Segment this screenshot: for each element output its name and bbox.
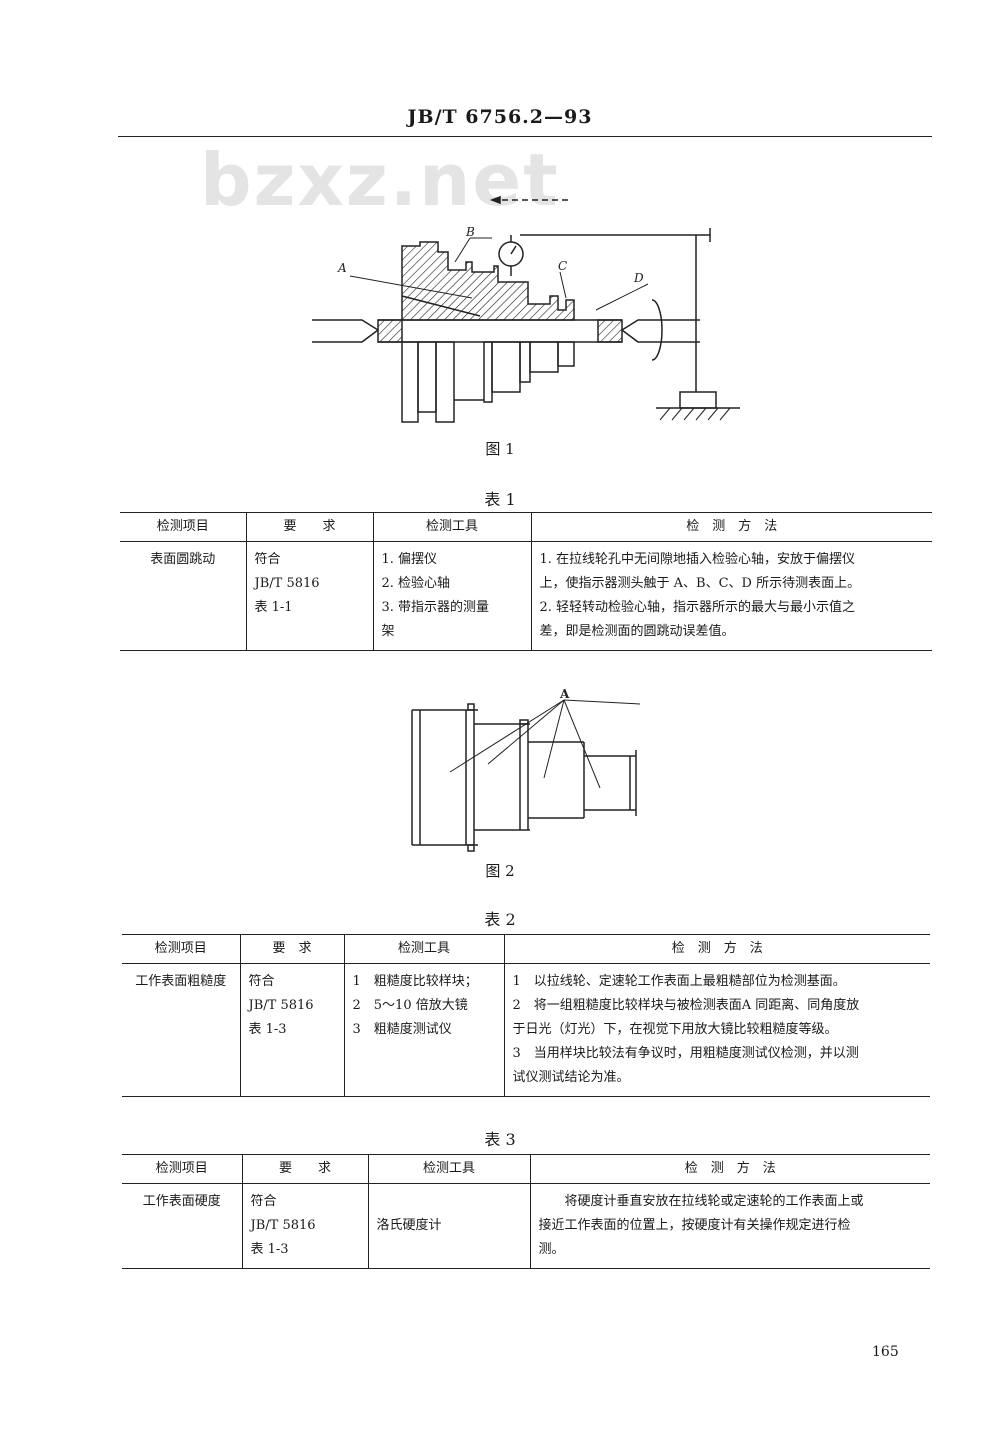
header-rule bbox=[118, 136, 932, 137]
inspection-item: 表面圆跳动 bbox=[120, 541, 246, 651]
col-header: 要 求 bbox=[245, 512, 373, 542]
col-header: 要 求 bbox=[239, 934, 344, 964]
method-line: 3 当用样块比较法有争议时，用粗糙度测试仪检测，并以测 bbox=[512, 1046, 859, 1061]
tool-line: 2. 检验心轴 bbox=[381, 576, 451, 591]
col-header: 检 测 方 法 bbox=[503, 934, 930, 964]
standard-number-header: JB/T 6756.2—93 bbox=[407, 106, 593, 128]
tool-line: 2 5～10 倍放大镜 bbox=[352, 998, 468, 1013]
tools-cell: 1. 偏摆仪 2. 检验心轴 3. 带指示器的测量 架 bbox=[372, 541, 531, 651]
tool-line: 1 粗糙度比较样块； bbox=[352, 974, 478, 989]
method-cell: 1. 在拉线轮孔中无间隙地插入检验心轴，安放于偏摆仪 上，使指示器测头触于 A、… bbox=[530, 541, 932, 651]
table-1-header-row: 检测项目 要 求 检测工具 检 测 方 法 bbox=[120, 512, 932, 542]
requirement-cell: 符合 JB/T 5816 表 1-1 bbox=[245, 541, 373, 651]
tool-line: 3 粗糙度测试仪 bbox=[352, 1022, 452, 1037]
col-header: 检测项目 bbox=[122, 934, 240, 964]
label-a: A bbox=[337, 261, 347, 275]
figure-2-caption: 图 2 bbox=[485, 862, 515, 880]
method-line: 上，使指示器测头触于 A、B、C、D 所示待测表面上。 bbox=[539, 576, 861, 591]
requirement-line: 表 1-3 bbox=[248, 1022, 287, 1037]
method-line: 接近工作表面的位置上，按硬度计有关操作规定进行检 bbox=[538, 1218, 851, 1233]
tool-line: 架 bbox=[381, 624, 395, 639]
table-row: 工作表面硬度 符合 JB/T 5816 表 1-3 洛氏硬度计 将硬度计垂直安放… bbox=[122, 1183, 930, 1269]
method-line: 试仪测试结论为准。 bbox=[512, 1070, 630, 1085]
table-row: 工作表面粗糙度 符合 JB/T 5816 表 1-3 1 粗糙度比较样块； 2 … bbox=[122, 963, 930, 1097]
table-1: 检测项目 要 求 检测工具 检 测 方 法 表面圆跳动 符合 JB/T 5816… bbox=[120, 512, 932, 651]
tool-line: 1. 偏摆仪 bbox=[381, 552, 438, 567]
requirement-line: 符合 bbox=[248, 974, 275, 989]
method-line: 测。 bbox=[538, 1242, 565, 1257]
table-row: 表面圆跳动 符合 JB/T 5816 表 1-1 1. 偏摆仪 2. 检验心轴 … bbox=[120, 541, 932, 651]
table-2-caption: 表 2 bbox=[484, 910, 516, 929]
figure-2-drawing: A bbox=[411, 687, 641, 852]
table-3: 检测项目 要 求 检测工具 检 测 方 法 工作表面硬度 符合 JB/T 581… bbox=[122, 1154, 930, 1269]
method-cell: 将硬度计垂直安放在拉线轮或定速轮的工作表面上或 接近工作表面的位置上，按硬度计有… bbox=[529, 1183, 930, 1269]
label-a-fig2: A bbox=[559, 687, 570, 701]
requirement-line: JB/T 5816 bbox=[254, 576, 320, 591]
col-header: 检 测 方 法 bbox=[529, 1154, 930, 1184]
col-header: 检 测 方 法 bbox=[530, 512, 932, 542]
method-line: 1 以拉线轮、定速轮工作表面上最粗糙部位为检测基面。 bbox=[512, 974, 846, 989]
col-header: 检测工具 bbox=[372, 512, 531, 542]
col-header: 检测工具 bbox=[367, 1154, 530, 1184]
table-2: 检测项目 要 求 检测工具 检 测 方 法 工作表面粗糙度 符合 JB/T 58… bbox=[122, 934, 930, 1097]
table-2-header-row: 检测项目 要 求 检测工具 检 测 方 法 bbox=[122, 934, 930, 964]
tool-line: 洛氏硬度计 bbox=[376, 1218, 442, 1233]
requirement-line: JB/T 5816 bbox=[250, 1218, 316, 1233]
col-header: 检测项目 bbox=[120, 512, 246, 542]
figure-1-caption: 图 1 bbox=[485, 440, 515, 458]
requirement-line: 符合 bbox=[254, 552, 281, 567]
method-line: 2. 轻轻转动检验心轴，指示器所示的最大与最小示值之 bbox=[539, 600, 856, 615]
col-header: 检测项目 bbox=[122, 1154, 242, 1184]
method-line: 差，即是检测面的圆跳动误差值。 bbox=[539, 624, 735, 639]
requirement-line: JB/T 5816 bbox=[248, 998, 314, 1013]
col-header: 要 求 bbox=[241, 1154, 368, 1184]
label-c: C bbox=[558, 259, 567, 273]
method-line: 将硬度计垂直安放在拉线轮或定速轮的工作表面上或 bbox=[564, 1194, 864, 1209]
page-number: 165 bbox=[872, 1344, 899, 1360]
watermark: bzxz.net bbox=[200, 138, 560, 222]
figure-1-drawing: A B C D bbox=[312, 195, 740, 423]
method-line: 于日光（灯光）下，在视觉下用放大镜比较粗糙度等级。 bbox=[512, 1022, 838, 1037]
label-b: B bbox=[465, 225, 475, 239]
col-header: 检测工具 bbox=[343, 934, 504, 964]
tool-line: 3. 带指示器的测量 bbox=[381, 600, 490, 615]
tools-cell: 洛氏硬度计 bbox=[367, 1183, 530, 1269]
requirement-line: 表 1-3 bbox=[250, 1242, 289, 1257]
inspection-item: 工作表面硬度 bbox=[122, 1183, 242, 1269]
method-line: 1. 在拉线轮孔中无间隙地插入检验心轴，安放于偏摆仪 bbox=[539, 552, 856, 567]
table-3-caption: 表 3 bbox=[484, 1130, 516, 1149]
label-d: D bbox=[633, 271, 644, 285]
tools-cell: 1 粗糙度比较样块； 2 5～10 倍放大镜 3 粗糙度测试仪 bbox=[343, 963, 504, 1097]
requirement-cell: 符合 JB/T 5816 表 1-3 bbox=[239, 963, 344, 1097]
method-cell: 1 以拉线轮、定速轮工作表面上最粗糙部位为检测基面。 2 将一组粗糙度比较样块与… bbox=[503, 963, 930, 1097]
table-3-header-row: 检测项目 要 求 检测工具 检 测 方 法 bbox=[122, 1154, 930, 1184]
inspection-item: 工作表面粗糙度 bbox=[122, 963, 240, 1097]
requirement-line: 表 1-1 bbox=[254, 600, 293, 615]
method-line: 2 将一组粗糙度比较样块与被检测表面A 同距离、同角度放 bbox=[512, 998, 860, 1013]
requirement-cell: 符合 JB/T 5816 表 1-3 bbox=[241, 1183, 368, 1269]
table-1-caption: 表 1 bbox=[484, 490, 516, 509]
requirement-line: 符合 bbox=[250, 1194, 277, 1209]
